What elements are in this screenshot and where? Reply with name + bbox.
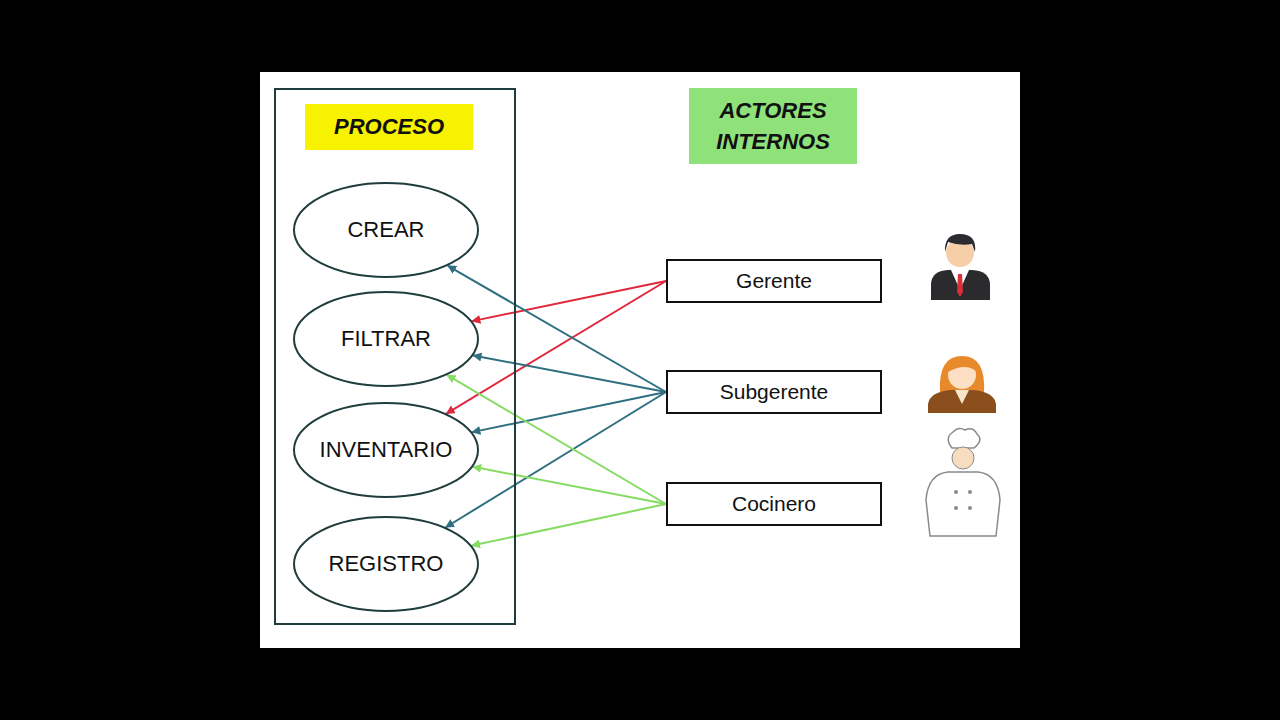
node-label: FILTRAR <box>341 326 431 352</box>
suit <box>931 270 990 300</box>
assistant-manager-icon <box>928 356 996 413</box>
tie <box>957 274 963 297</box>
actor-box: Gerente <box>666 259 882 303</box>
chef-hat <box>948 428 980 448</box>
connector-arrow <box>472 392 666 432</box>
connector-arrow <box>448 266 666 392</box>
button <box>954 490 958 494</box>
connector-arrow <box>446 392 666 527</box>
actor-box: Subgerente <box>666 370 882 414</box>
ellipse-shape <box>294 403 478 497</box>
button <box>968 506 972 510</box>
blouse <box>955 390 969 404</box>
face <box>946 239 974 267</box>
ellipse-shape <box>294 517 478 611</box>
connector-arrow <box>447 375 666 504</box>
button <box>968 490 972 494</box>
node-label: Gerente <box>736 269 812 293</box>
face <box>952 447 974 469</box>
ellipse-shape <box>294 183 478 277</box>
use-case-ellipse: FILTRAR <box>293 291 479 387</box>
group-heading: PROCESO <box>305 104 473 150</box>
button <box>954 506 958 510</box>
ellipse-shape <box>294 292 478 386</box>
connector-arrow <box>472 504 666 546</box>
node-label: Subgerente <box>720 380 829 404</box>
face <box>948 361 976 389</box>
node-label: CREAR <box>347 217 424 243</box>
connector-arrow <box>473 467 666 504</box>
connector-arrow <box>472 281 666 321</box>
node-label: ACTORES INTERNOS <box>699 95 847 157</box>
hair <box>945 234 975 252</box>
chef-coat <box>926 472 1000 536</box>
hair <box>940 356 984 392</box>
jacket <box>928 390 996 413</box>
fringe <box>948 358 977 372</box>
cook-icon <box>926 428 1000 536</box>
process-group: PROCESO CREAR FILTRAR INVENTARIO REGISTRO <box>274 88 516 625</box>
use-case-ellipse: CREAR <box>293 182 479 278</box>
use-case-ellipse: REGISTRO <box>293 516 479 612</box>
actor-box: Cocinero <box>666 482 882 526</box>
connector-arrow <box>473 356 666 392</box>
connector-arrow <box>446 281 666 414</box>
use-case-ellipse: INVENTARIO <box>293 402 479 498</box>
manager-icon <box>931 234 990 300</box>
node-label: Cocinero <box>732 492 816 516</box>
actors-heading-box: ACTORES INTERNOS <box>689 88 857 164</box>
node-label: INVENTARIO <box>320 437 453 463</box>
shirt <box>951 270 969 290</box>
node-label: REGISTRO <box>329 551 444 577</box>
